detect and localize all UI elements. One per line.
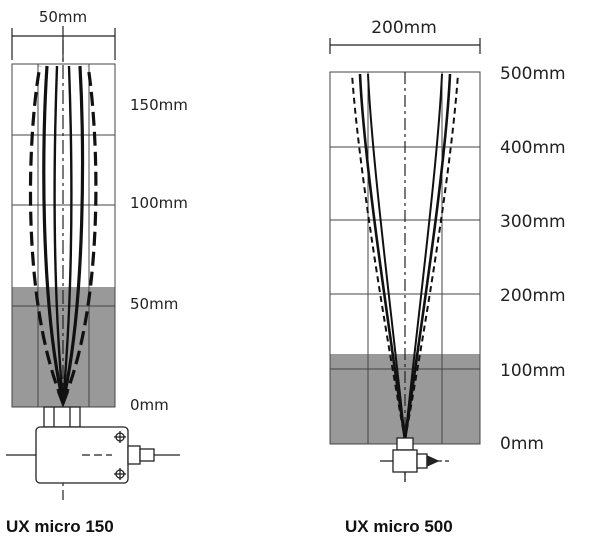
right-range-400: 400mm <box>500 138 566 158</box>
left-beam-mid-right <box>61 65 85 403</box>
left-range-150: 150mm <box>130 96 188 114</box>
right-beam-outer-right <box>404 73 459 441</box>
right-range-100: 100mm <box>500 361 566 381</box>
left-beam-inner-left <box>53 65 65 403</box>
right-beam-inner-right <box>404 73 443 441</box>
right-width-dimension <box>329 38 481 54</box>
right-beam-mid-left <box>358 73 407 441</box>
left-range-0: 0mm <box>130 396 169 414</box>
right-range-500: 500mm <box>500 64 566 84</box>
left-width-dimension <box>11 26 116 62</box>
right-range-300: 300mm <box>500 212 566 232</box>
left-beam-outer-right <box>61 65 98 403</box>
left-grid <box>11 63 116 408</box>
left-range-100: 100mm <box>130 194 188 212</box>
right-width-label: 200mm <box>371 18 437 38</box>
right-range-0: 0mm <box>500 434 544 454</box>
right-sensor-illustration <box>380 437 450 482</box>
right-range-200: 200mm <box>500 286 566 306</box>
right-beam-outer-left <box>351 73 406 441</box>
left-sensor-illustration <box>6 406 180 484</box>
left-beam-apex <box>57 392 69 408</box>
left-beam-inner-right <box>61 65 73 403</box>
left-caption: UX micro 150 <box>6 517 114 536</box>
left-range-50: 50mm <box>130 295 178 313</box>
ux-micro-500-diagram: 200mm 500mm 400mm 300mm 200mm 100mm 0mm <box>329 18 566 536</box>
right-caption: UX micro 500 <box>345 517 453 536</box>
right-beam-inner-left <box>367 73 406 441</box>
left-width-label: 50mm <box>39 8 87 26</box>
left-beam-mid-left <box>42 65 65 403</box>
ux-micro-150-diagram: 50mm 150mm 100mm 50mm 0mm <box>6 8 188 536</box>
right-beam-mid-right <box>403 73 452 441</box>
left-beam-outer-left <box>28 65 65 403</box>
